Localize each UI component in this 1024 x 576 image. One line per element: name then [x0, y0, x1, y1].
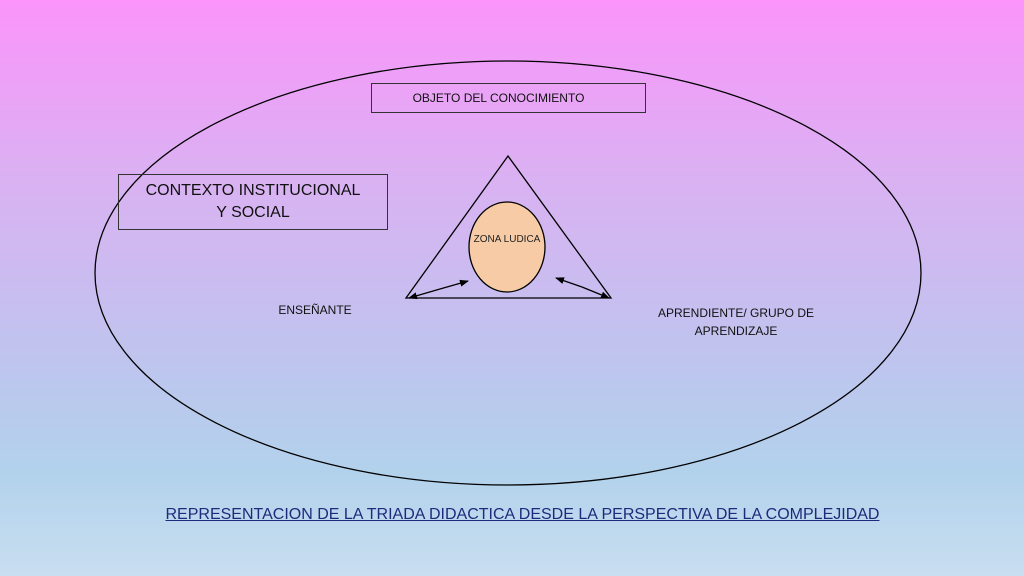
- outer-ellipse: [94, 60, 922, 486]
- diagram-caption: REPRESENTACION DE LA TRIADA DIDACTICA DE…: [165, 506, 880, 523]
- contexto-institucional-box: CONTEXTO INSTITUCIONAL Y SOCIAL: [118, 174, 388, 230]
- aprendiente-label: APRENDIENTE/ GRUPO DE APRENDIZAJE: [657, 306, 815, 338]
- zona-ludica-circle: [468, 201, 546, 293]
- zona-ludica-label: ZONA LUDICA: [473, 234, 541, 245]
- triad-triangle: [404, 154, 613, 299]
- objeto-conocimiento-box: OBJETO DEL CONOCIMIENTO: [371, 83, 646, 113]
- arrow-to-ensenante: [408, 288, 441, 300]
- objeto-conocimiento-label: OBJETO DEL CONOCIMIENTO: [412, 91, 585, 105]
- arrow-to-zona-left: [439, 279, 469, 290]
- ensenante-label: ENSEÑANTE: [278, 303, 352, 317]
- arrow-to-zona-right: [555, 277, 583, 288]
- contexto-institucional-label: CONTEXTO INSTITUCIONAL Y SOCIAL: [145, 182, 361, 221]
- arrow-to-aprendiente: [581, 286, 610, 299]
